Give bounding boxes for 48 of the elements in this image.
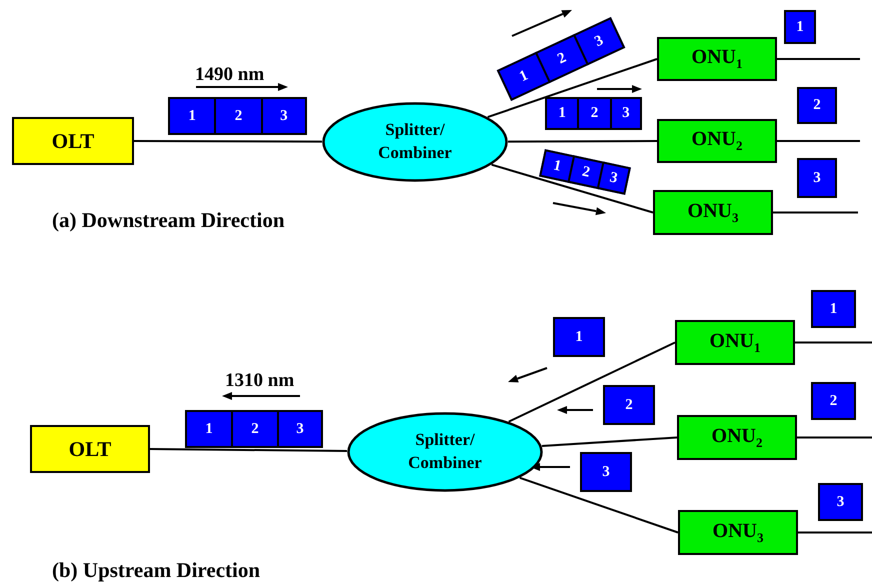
packet-box: 2	[577, 97, 612, 130]
wavelength-label: 1310 nm	[225, 370, 294, 392]
onu-box: ONU$_{2}$	[657, 119, 777, 163]
packet-box: 1	[545, 97, 580, 130]
fiber-line	[519, 476, 678, 534]
fiber-line	[777, 58, 860, 60]
packet-box: 1	[784, 10, 816, 44]
fiber-line	[150, 448, 348, 452]
packet-box: 2	[797, 87, 837, 124]
caption: (a) Downstream Direction	[52, 208, 285, 233]
caption: (b) Upstream Direction	[52, 558, 260, 583]
fiber-line	[795, 342, 872, 344]
fiber-line	[797, 436, 872, 438]
packet-box: 1	[168, 97, 216, 135]
packet-box: 3	[580, 452, 632, 492]
packet-box: 2	[214, 97, 263, 135]
packet-box: 1	[185, 410, 233, 448]
splitter-label: Splitter/ Combiner	[377, 119, 453, 164]
packet-box: 1	[811, 290, 856, 328]
packet-box: 2	[231, 410, 279, 448]
fiber-line	[487, 58, 658, 118]
terminal-box: OLT	[12, 117, 134, 165]
splitter-label: Splitter/ Combiner	[407, 429, 483, 474]
packet-box: 3	[277, 410, 323, 448]
wavelength-label: 1490 nm	[195, 64, 264, 86]
fiber-line	[542, 436, 678, 447]
onu-box: ONU$_{3}$	[653, 190, 773, 235]
onu-box: ONU$_{3}$	[678, 510, 798, 555]
packet-box: 2	[603, 385, 655, 425]
onu-box: ONU$_{1}$	[675, 320, 795, 365]
fiber-line	[508, 342, 676, 423]
onu-box: ONU$_{1}$	[657, 37, 777, 81]
fiber-line	[798, 532, 872, 534]
fiber-line	[508, 140, 657, 143]
packet-box: 3	[610, 97, 642, 130]
fiber-line	[773, 212, 858, 214]
packet-box: 3	[818, 483, 863, 521]
fiber-line	[134, 140, 322, 143]
packet-box: 3	[572, 16, 626, 66]
packet-box: 3	[260, 97, 307, 135]
terminal-box: OLT	[30, 425, 150, 473]
packet-box: 3	[596, 161, 631, 195]
fiber-line	[777, 140, 860, 142]
onu-box: ONU$_{2}$	[677, 415, 797, 460]
fiber-line	[491, 164, 654, 214]
packet-box: 1	[553, 317, 605, 357]
packet-box: 2	[811, 382, 856, 420]
packet-box: 3	[797, 158, 837, 198]
